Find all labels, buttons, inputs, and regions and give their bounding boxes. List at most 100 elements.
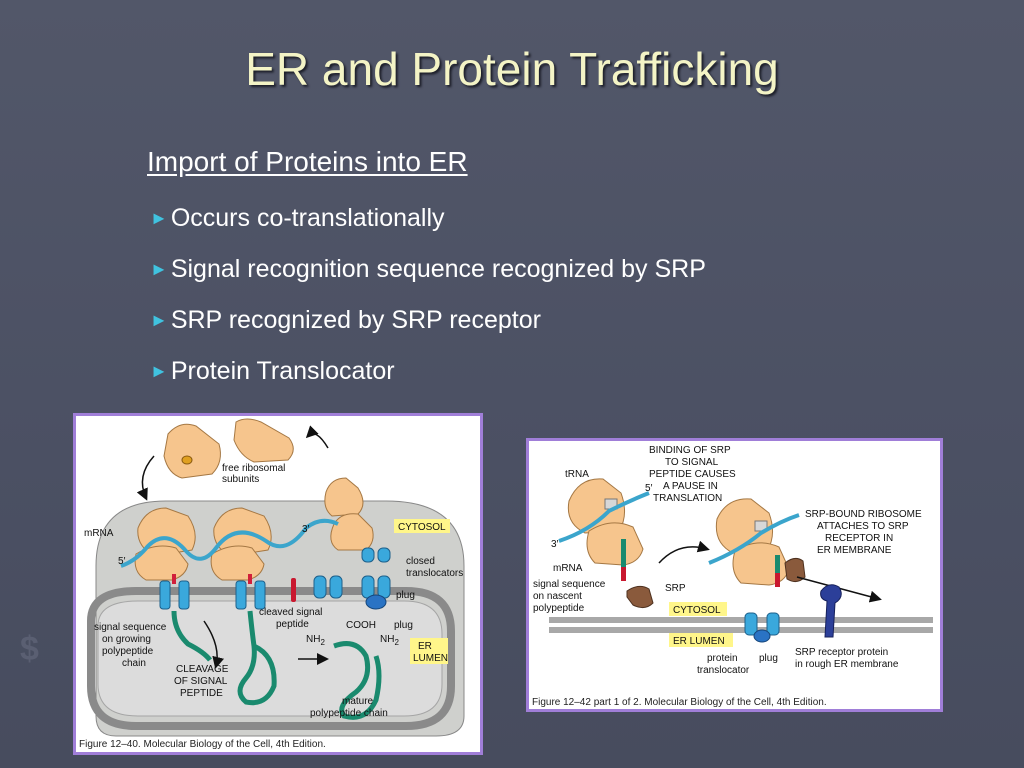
ribosome-icon [324, 477, 364, 517]
srp-bound-label: ER MEMBRANE [817, 545, 892, 556]
cytosol-label-box [394, 519, 450, 533]
recycle-arrow-icon [305, 425, 329, 449]
bullet-arrow-icon: ► [150, 361, 168, 381]
polypeptide-chain [237, 610, 277, 706]
mrna-strand [120, 518, 339, 568]
signal-sequence-label: on growing [102, 634, 151, 645]
bullet-arrow-icon: ► [150, 310, 168, 330]
cytosol-label: CYTOSOL [673, 605, 721, 616]
ribosome-small-subunit-icon [163, 423, 221, 479]
ribosome-icon [330, 513, 374, 551]
ribosome-large-subunit-icon [233, 418, 294, 463]
closed-translocator-icon [361, 547, 391, 563]
signal-sequence-label: chain [122, 658, 146, 669]
srp-bound-label: SRP-BOUND RIBOSOME [805, 509, 922, 520]
srp-bound-label: ATTACHES TO SRP [817, 521, 909, 532]
bullet-arrow-icon: ► [150, 208, 168, 228]
cooh-label: COOH [346, 620, 376, 631]
plug-label: plug [759, 653, 778, 664]
mature-chain-label: mature [342, 696, 374, 707]
er-lumen-label: ER LUMEN [673, 636, 725, 647]
cleaved-peptide-label: peptide [276, 619, 309, 630]
srp-receptor-icon [820, 584, 842, 638]
bullet-arrow-icon: ► [150, 259, 168, 279]
progression-arrow-icon [658, 540, 710, 564]
protein-translocator-label: translocator [697, 665, 750, 676]
er-membrane [549, 627, 933, 633]
ribosome-pocket-icon [181, 455, 193, 465]
closed-translocators-label: translocators [406, 568, 463, 579]
srp-bound-label: RECEPTOR IN [825, 533, 893, 544]
translocator-icon [159, 574, 190, 610]
protein-translocator-label: protein [707, 653, 738, 664]
nh2-label: NH2 [380, 634, 399, 647]
mrna-label: mRNA [553, 563, 583, 574]
signal-sequence-icon [621, 567, 626, 581]
ribosome-icon [586, 522, 644, 566]
srp-icon [626, 585, 654, 609]
cleavage-arrow-icon [203, 620, 224, 669]
mature-chain-label: polypeptide chain [310, 708, 388, 719]
er-lumen-label: LUMEN [413, 653, 448, 664]
free-subunits-label: free ribosomal [222, 463, 285, 474]
mrna-strand [558, 491, 650, 543]
er-lumen-label: ER [418, 641, 432, 652]
five-prime-label: 5′ [118, 556, 126, 567]
plug-label: plug [396, 590, 415, 601]
free-subunits-label: subunits [222, 474, 259, 485]
binding-srp-label: TRANSLATION [653, 493, 722, 504]
figure-caption: Figure 12–42 part 1 of 2. Molecular Biol… [532, 697, 827, 708]
signal-sequence-label: on nascent [533, 591, 582, 602]
er-membrane [87, 587, 455, 730]
er-lumen-label-box [410, 638, 448, 664]
binding-srp-label: TO SIGNAL [665, 457, 719, 468]
closed-translocator-icon [313, 575, 343, 599]
signal-sequence-label: polypeptide [533, 603, 585, 614]
plug-label: plug [394, 620, 413, 631]
polypeptide-chain [621, 539, 626, 579]
bullet-item: ►SRP recognized by SRP receptor [150, 302, 706, 353]
translocator-icon [744, 612, 780, 643]
ribosome-icon [134, 545, 189, 581]
er-lumen-label-box [669, 633, 733, 647]
slide-title: ER and Protein Trafficking [245, 43, 779, 95]
mature-polypeptide-chain [333, 641, 382, 720]
mrna-strand [708, 513, 800, 565]
figure-12-40: free ribosomal subunits mRNA 5′ 3′ [73, 413, 483, 755]
bullet-item: ►Signal recognition sequence recognized … [150, 251, 706, 302]
watermark-decoration: $ [20, 630, 39, 668]
mrna-label: mRNA [84, 528, 114, 539]
bullet-text: Occurs co-translationally [170, 204, 445, 232]
bullet-text: SRP recognized by SRP receptor [170, 306, 541, 334]
cleaved-peptide-label: cleaved signal [259, 607, 322, 618]
ribosome-icon [567, 478, 625, 534]
cleaved-signal-peptide-icon [291, 578, 296, 602]
closed-translocators-label: closed [406, 556, 435, 567]
ribosome-icon [210, 545, 265, 581]
binding-srp-label: BINDING OF SRP [649, 445, 731, 456]
nh2-label: NH2 [306, 634, 325, 647]
cleavage-label: OF SIGNAL [174, 676, 228, 687]
er-membrane [549, 617, 933, 623]
signal-sequence-label: polypeptide [102, 646, 154, 657]
ribosome-icon [715, 498, 773, 554]
recycle-arrow-icon [136, 455, 155, 501]
bullet-text: Protein Translocator [170, 357, 395, 385]
subheading: Import of Proteins into ER [147, 146, 468, 177]
figure-12-42: tRNA 5′ 3′ mRNA SRP signal sequence on n… [526, 438, 943, 712]
srp-label: SRP [665, 583, 686, 594]
trna-label: tRNA [565, 469, 589, 480]
bullet-list: ►Occurs co-translationally ►Signal recog… [150, 200, 706, 404]
cytosol-label: CYTOSOL [398, 522, 446, 533]
cytosol-label-box [669, 602, 727, 616]
bullet-text: Signal recognition sequence recognized b… [170, 255, 706, 283]
figure-caption: Figure 12–40. Molecular Biology of the C… [79, 739, 326, 750]
translocator-icon [235, 574, 266, 610]
binding-srp-label: A PAUSE IN [663, 481, 718, 492]
figure-12-42-diagram: tRNA 5′ 3′ mRNA SRP signal sequence on n… [533, 445, 933, 676]
srp-icon [784, 557, 806, 583]
cleavage-label: CLEAVAGE [176, 664, 229, 675]
signal-sequence-label: signal sequence [94, 622, 167, 633]
binding-srp-label: PEPTIDE CAUSES [649, 469, 736, 480]
